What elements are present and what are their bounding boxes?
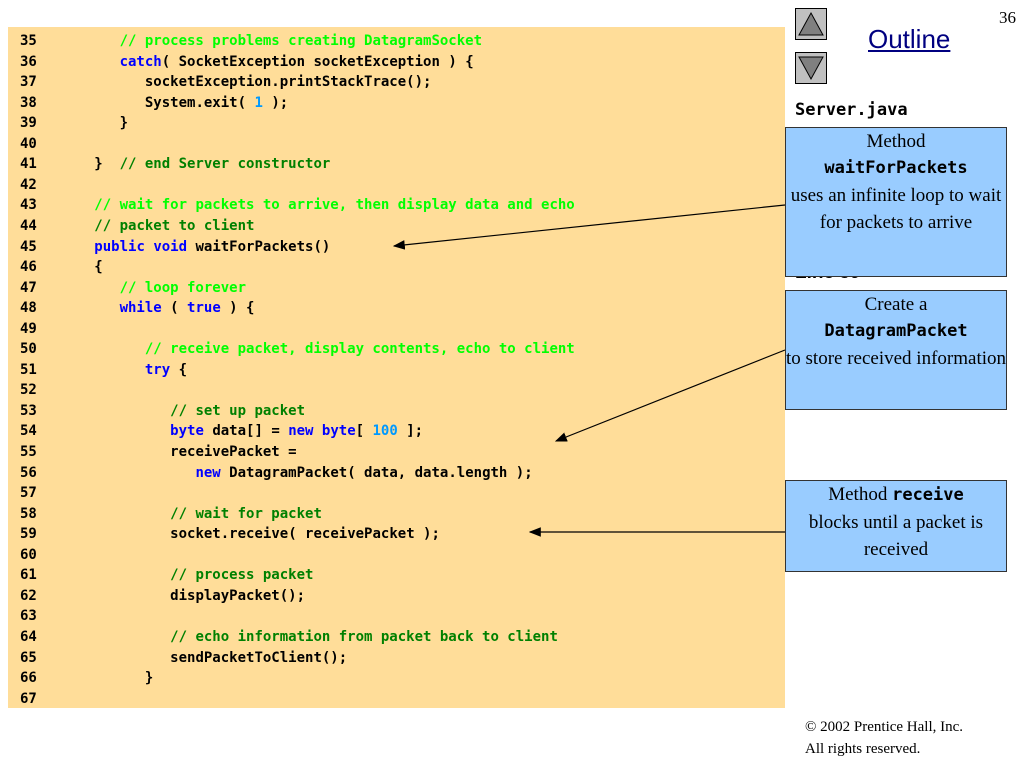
- line-number: 43: [20, 197, 37, 214]
- line-number: 59: [20, 526, 37, 543]
- callout-text: Method: [866, 131, 926, 152]
- line-code: // receive packet, display contents, ech…: [144, 341, 575, 358]
- line-number: 47: [20, 279, 37, 296]
- line-number: 42: [20, 176, 37, 193]
- callout-wait-for-packets: Method waitForPackets uses an infinite l…: [785, 127, 1007, 277]
- next-slide-button[interactable]: [795, 52, 827, 84]
- line-code: socketException.printStackTrace();: [144, 74, 432, 91]
- line-number: 62: [20, 587, 37, 604]
- line-number: 63: [20, 608, 37, 625]
- line-number: 51: [20, 361, 37, 378]
- line-number: 48: [20, 300, 37, 317]
- line-number: 52: [20, 382, 37, 399]
- line-code: public void waitForPackets(): [94, 238, 331, 255]
- line-number: 55: [20, 444, 37, 460]
- line-number: 50: [20, 341, 37, 358]
- copyright: © 2002 Prentice Hall, Inc. All rights re…: [805, 716, 963, 760]
- line-code: // packet to client: [94, 217, 255, 234]
- triangle-up-icon: [798, 11, 824, 36]
- line-code: byte data[] = new byte[ 100 ];: [170, 423, 424, 440]
- previous-slide-button[interactable]: [795, 8, 827, 40]
- file-name: Server.java: [795, 100, 908, 120]
- line-code: {: [69, 259, 103, 276]
- page-number: 36: [999, 8, 1016, 27]
- copyright-line-2: All rights reserved.: [805, 741, 921, 757]
- arrow-datagram-packet: [554, 349, 786, 442]
- line-code: receivePacket =: [170, 444, 297, 460]
- line-number: 65: [20, 649, 37, 666]
- line-number: 35: [20, 33, 37, 49]
- line-number: 57: [20, 485, 37, 502]
- line-code: // loop forever: [119, 279, 247, 296]
- line-code: }: [69, 115, 129, 132]
- triangle-down-icon: [798, 56, 824, 81]
- callout-text: blocks until a packet is received: [808, 512, 984, 560]
- arrow-wait-for-packets: [392, 204, 786, 250]
- copyright-line-1: 2002 Prentice Hall, Inc.: [816, 719, 964, 735]
- line-number: 38: [20, 94, 37, 111]
- line-code: // wait for packets to arrive, then disp…: [94, 197, 575, 214]
- callout-text: uses an infinite loop to wait for packet…: [790, 185, 1002, 233]
- line-code: displayPacket();: [170, 587, 306, 604]
- line-code: // wait for packet: [170, 505, 322, 522]
- callout-text: to store received information: [786, 348, 1007, 369]
- line-number: 53: [20, 402, 37, 419]
- callout-code: receive: [892, 485, 964, 505]
- line-code: // set up packet: [170, 402, 306, 419]
- line-code: try {: [144, 361, 188, 378]
- line-number: 45: [20, 238, 37, 255]
- line-number: 36: [20, 53, 37, 70]
- line-number: 44: [20, 217, 37, 234]
- line-number: 67: [20, 690, 37, 707]
- line-number: 56: [20, 464, 37, 481]
- line-number: 49: [20, 320, 37, 337]
- line-number: 37: [20, 74, 37, 91]
- line-code: catch( SocketException socketException )…: [119, 53, 474, 70]
- line-number: 60: [20, 546, 37, 563]
- line-code: // echo information from packet back to …: [170, 628, 558, 645]
- line-number: 66: [20, 670, 37, 687]
- line-code: sendPacketToClient();: [170, 649, 348, 666]
- code-listing: 35 // process problems creating Datagram…: [8, 27, 785, 708]
- line-number: 64: [20, 628, 37, 645]
- callout-text: Create a: [864, 294, 928, 315]
- callout-text: Method: [828, 484, 888, 505]
- copyright-symbol: ©: [805, 719, 817, 735]
- line-number: 58: [20, 505, 37, 522]
- line-number: 41: [20, 156, 37, 173]
- line-code: // process packet: [170, 567, 314, 584]
- line-code: }: [69, 670, 154, 687]
- line-code: while ( true ) {: [119, 300, 255, 317]
- line-number: 54: [20, 423, 37, 440]
- line-number: 61: [20, 567, 37, 584]
- callout-code: DatagramPacket: [824, 321, 968, 341]
- line-code: System.exit( 1 );: [144, 94, 289, 111]
- callout-datagram-packet: Create a DatagramPacket to store receive…: [785, 290, 1007, 410]
- line-number: 39: [20, 115, 37, 132]
- line-number: 40: [20, 135, 37, 152]
- line-code: } // end Server constructor: [69, 156, 331, 173]
- callout-code: waitForPackets: [824, 158, 968, 178]
- outline-link[interactable]: Outline: [868, 24, 951, 54]
- callout-receive: Method receive blocks until a packet is …: [785, 480, 1007, 572]
- line-code: // process problems creating DatagramSoc…: [119, 33, 483, 49]
- line-code: new DatagramPacket( data, data.length );: [195, 464, 533, 481]
- line-number: 46: [20, 259, 37, 276]
- line-code: socket.receive( receivePacket );: [170, 526, 440, 543]
